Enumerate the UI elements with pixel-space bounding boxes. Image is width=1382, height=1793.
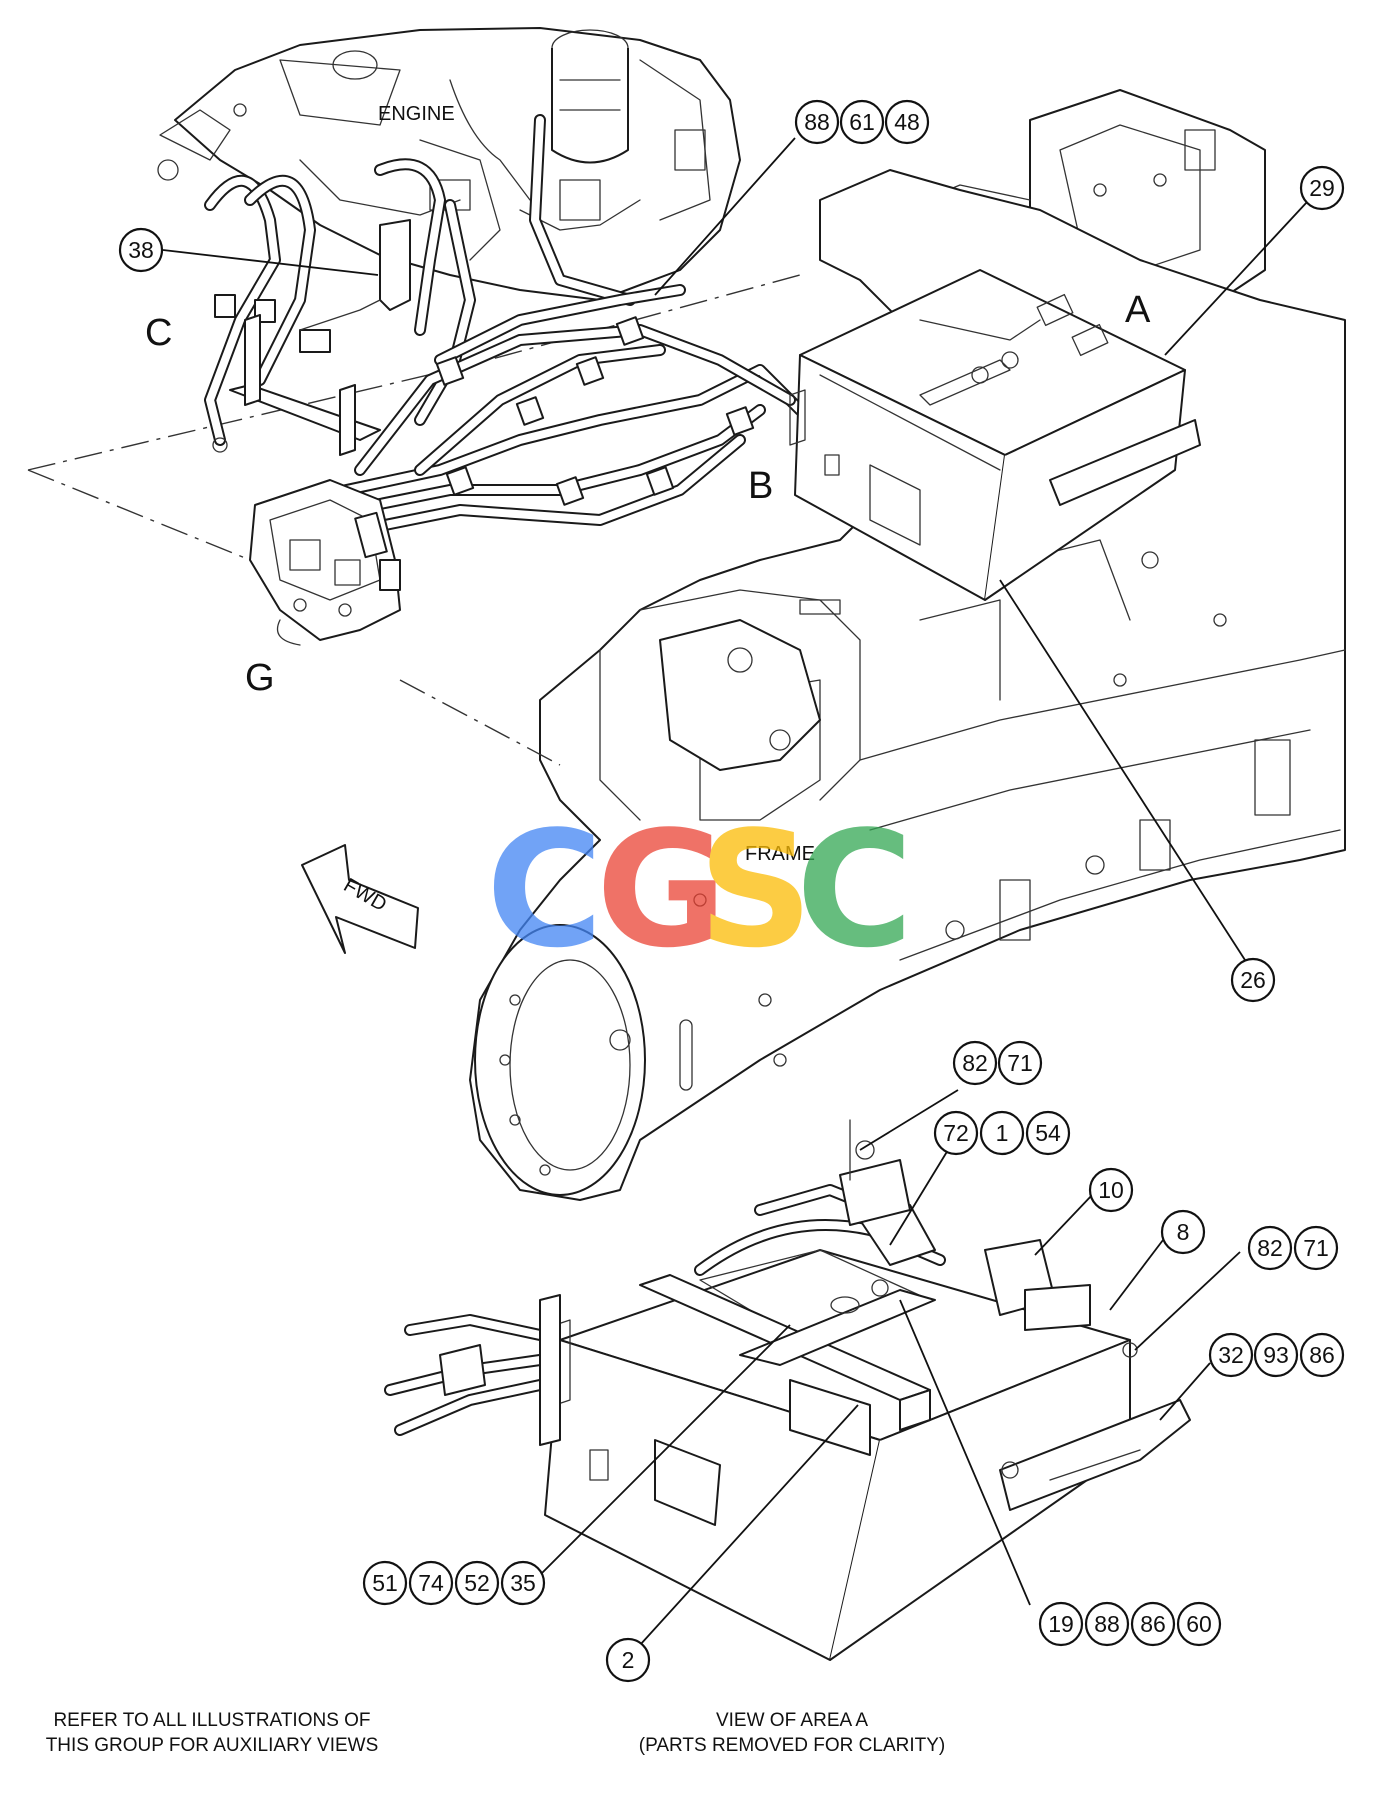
leader-lines	[162, 137, 1308, 1646]
callout-32-93-86: 32 93 86	[1208, 1332, 1345, 1378]
svg-text:86: 86	[1309, 1342, 1335, 1368]
callout-26: 26	[1230, 957, 1276, 1003]
callout-72-1-54: 72 1 54	[933, 1110, 1071, 1156]
caption-left-line1: REFER TO ALL ILLUSTRATIONS OF	[53, 1710, 370, 1731]
watermark-letter: G	[596, 796, 727, 983]
svg-text:82: 82	[1257, 1235, 1283, 1261]
watermark-logo: C G S C	[486, 796, 913, 983]
callout-19-88-86-60: 19 88 86 60	[1038, 1601, 1222, 1647]
watermark-letter: C	[796, 796, 913, 983]
battery-box-a	[789, 269, 1201, 601]
svg-text:10: 10	[1098, 1177, 1124, 1203]
svg-text:82: 82	[962, 1050, 988, 1076]
callout-82-71-right: 82 71	[1247, 1225, 1339, 1271]
forward-arrow: FWD	[301, 844, 419, 954]
battery-box-detail	[384, 1119, 1191, 1661]
watermark-letter: C	[486, 796, 603, 983]
zone-g: G	[245, 657, 275, 699]
svg-text:51: 51	[372, 1570, 398, 1596]
zone-c: C	[145, 312, 172, 354]
engine-label: ENGINE	[378, 103, 455, 125]
svg-text:32: 32	[1218, 1342, 1244, 1368]
callout-88-61-48: 88 61 48	[794, 99, 930, 145]
callout-29: 29	[1299, 165, 1345, 211]
svg-text:38: 38	[128, 237, 154, 263]
engine-assembly	[157, 27, 741, 301]
zone-a: A	[1125, 289, 1151, 331]
svg-text:61: 61	[849, 109, 875, 135]
svg-text:72: 72	[943, 1120, 969, 1146]
svg-text:60: 60	[1186, 1611, 1212, 1637]
svg-text:74: 74	[418, 1570, 444, 1596]
callout-38: 38	[118, 227, 164, 273]
svg-text:48: 48	[894, 109, 920, 135]
frame-label: FRAME	[745, 843, 815, 865]
svg-text:88: 88	[1094, 1611, 1120, 1637]
callout-51-74-52-35: 51 74 52 35	[362, 1560, 546, 1606]
callout-10: 10	[1088, 1167, 1134, 1213]
callout-82-71-top: 82 71	[952, 1040, 1043, 1086]
svg-text:52: 52	[464, 1570, 490, 1596]
callout-2: 2	[605, 1637, 651, 1683]
svg-text:71: 71	[1303, 1235, 1329, 1261]
caption-left-line2: THIS GROUP FOR AUXILIARY VIEWS	[46, 1735, 379, 1756]
svg-text:93: 93	[1263, 1342, 1289, 1368]
bracket-c	[212, 219, 411, 456]
svg-text:29: 29	[1309, 175, 1335, 201]
hose-harness	[204, 114, 806, 546]
svg-text:54: 54	[1035, 1120, 1061, 1146]
svg-text:86: 86	[1140, 1611, 1166, 1637]
caption-right-line2: (PARTS REMOVED FOR CLARITY)	[639, 1735, 946, 1756]
svg-text:8: 8	[1177, 1219, 1190, 1245]
watermark-letter: S	[698, 796, 813, 983]
caption-right-line1: VIEW OF AREA A	[716, 1710, 868, 1731]
callout-8: 8	[1160, 1209, 1206, 1255]
svg-text:19: 19	[1048, 1611, 1074, 1637]
control-valve-g	[249, 479, 401, 646]
svg-text:1: 1	[996, 1120, 1009, 1146]
zone-b: B	[748, 465, 773, 507]
svg-text:71: 71	[1007, 1050, 1033, 1076]
svg-text:88: 88	[804, 109, 830, 135]
svg-text:35: 35	[510, 1570, 536, 1596]
svg-text:2: 2	[622, 1647, 635, 1673]
svg-text:26: 26	[1240, 967, 1266, 993]
ground-plane-line	[27, 274, 801, 471]
